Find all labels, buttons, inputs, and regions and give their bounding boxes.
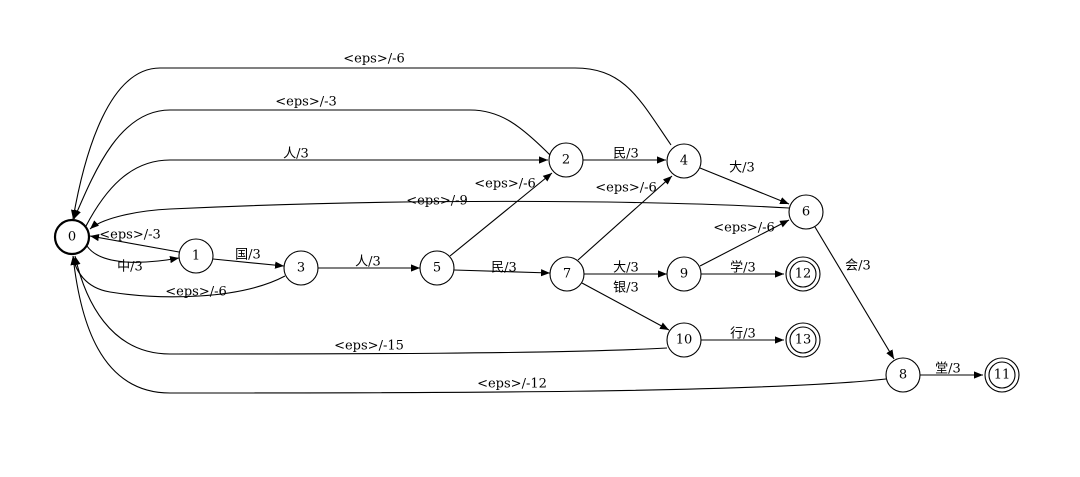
- edge-labels-layer: <eps>/-6 <eps>/-3 人/3 民/3 大/3 <eps>/-6 <eps>/-…: [99, 52, 961, 392]
- state-node-4: 4: [666, 143, 702, 179]
- edge-label-10-to-0: <eps>/-15: [334, 339, 404, 354]
- edge-label-9-to-12: 学/3: [730, 260, 756, 276]
- edge-label-3-to-5: 人/3: [355, 255, 381, 270]
- final-state-ring-12: [789, 260, 817, 288]
- edge-label-6-to-8: 会/3: [845, 259, 871, 274]
- state-label-1: 1: [192, 249, 200, 264]
- state-node-10: 10: [666, 322, 702, 358]
- edge-9-to-6: [699, 219, 790, 267]
- state-node-11: 11: [984, 357, 1020, 393]
- edge-1-to-0: [89, 234, 180, 253]
- edge-label-5-to-7: 民/3: [491, 261, 517, 276]
- edge-label-10-to-13: 行/3: [730, 327, 756, 342]
- edge-label-5-to-2: <eps>/-6: [474, 177, 536, 192]
- edges-layer: [70, 67, 983, 394]
- edge-4-to-0: [70, 67, 672, 220]
- state-node-12: 12: [785, 256, 821, 292]
- state-node-0: 0: [53, 218, 91, 256]
- state-label-11: 11: [994, 368, 1011, 383]
- state-label-7: 7: [563, 267, 571, 282]
- state-node-3: 3: [283, 250, 319, 286]
- state-node-6: 6: [788, 194, 824, 230]
- edge-label-1-to-0: <eps>/-3: [99, 228, 161, 243]
- edge-label-4-to-0: <eps>/-6: [343, 52, 405, 67]
- state-circle-10: [666, 322, 702, 358]
- state-node-5: 5: [419, 250, 455, 286]
- edge-6-to-8: [814, 226, 895, 360]
- edge-2-to-0: [73, 109, 551, 220]
- edge-label-7-to-9: 大/3: [613, 261, 639, 276]
- edge-label-0-to-2: 人/3: [283, 147, 309, 162]
- edge-6-to-0: [89, 200, 790, 230]
- edge-label-0-to-1: 中/3: [117, 260, 143, 275]
- edge-label-2-to-0: <eps>/-3: [275, 95, 337, 110]
- state-circle-6: [788, 194, 824, 230]
- state-label-0: 0: [68, 230, 76, 245]
- state-node-8: 8: [885, 357, 921, 393]
- state-label-8: 8: [899, 368, 907, 383]
- state-circle-0: [53, 218, 91, 256]
- state-circle-1: [178, 238, 214, 274]
- state-circle-9: [666, 256, 702, 292]
- state-circle-8: [885, 357, 921, 393]
- edge-5-to-2: [449, 172, 553, 257]
- edge-label-8-to-11: 堂/3: [935, 362, 961, 377]
- edge-10-to-0: [73, 255, 668, 355]
- edge-1-to-3: [212, 258, 285, 269]
- state-label-3: 3: [297, 261, 305, 276]
- state-label-6: 6: [802, 205, 810, 220]
- state-label-12: 12: [795, 267, 812, 282]
- edge-label-8-to-0: <eps>/-12: [477, 377, 547, 392]
- edge-label-4-to-6: 大/3: [729, 161, 755, 176]
- state-label-5: 5: [433, 261, 441, 276]
- edge-label-3-to-0: <eps>/-6: [165, 285, 227, 300]
- state-circle-5: [419, 250, 455, 286]
- edge-label-7-to-10: 银/3: [613, 281, 639, 296]
- final-state-ring-13: [789, 326, 817, 354]
- edge-4-to-6: [699, 167, 790, 205]
- state-label-2: 2: [562, 153, 570, 168]
- final-state-ring-11: [988, 361, 1016, 389]
- state-label-9: 9: [680, 267, 688, 282]
- state-label-10: 10: [676, 333, 693, 348]
- state-node-1: 1: [178, 238, 214, 274]
- state-label-4: 4: [680, 154, 688, 169]
- state-circle-4: [666, 143, 702, 179]
- edge-5-to-7: [453, 269, 551, 277]
- edge-0-to-2: [85, 156, 548, 227]
- edge-label-7-to-4: <eps>/-6: [595, 181, 657, 196]
- edge-label-1-to-3: 国/3: [235, 248, 261, 263]
- edge-7-to-10: [581, 282, 670, 331]
- edge-label-2-to-4: 民/3: [613, 147, 639, 162]
- state-node-7: 7: [549, 256, 585, 292]
- state-label-13: 13: [795, 333, 812, 348]
- edge-label-9-to-6: <eps>/-6: [713, 221, 775, 236]
- state-node-2: 2: [548, 142, 584, 178]
- state-circle-7: [549, 256, 585, 292]
- edge-7-to-4: [577, 175, 673, 261]
- edge-0-to-1: [86, 245, 180, 264]
- edge-8-to-0: [70, 255, 887, 394]
- edge-label-6-to-0: <eps>/-9: [406, 194, 468, 209]
- state-node-13: 13: [785, 322, 821, 358]
- state-node-9: 9: [666, 256, 702, 292]
- state-circle-2: [548, 142, 584, 178]
- state-circle-3: [283, 250, 319, 286]
